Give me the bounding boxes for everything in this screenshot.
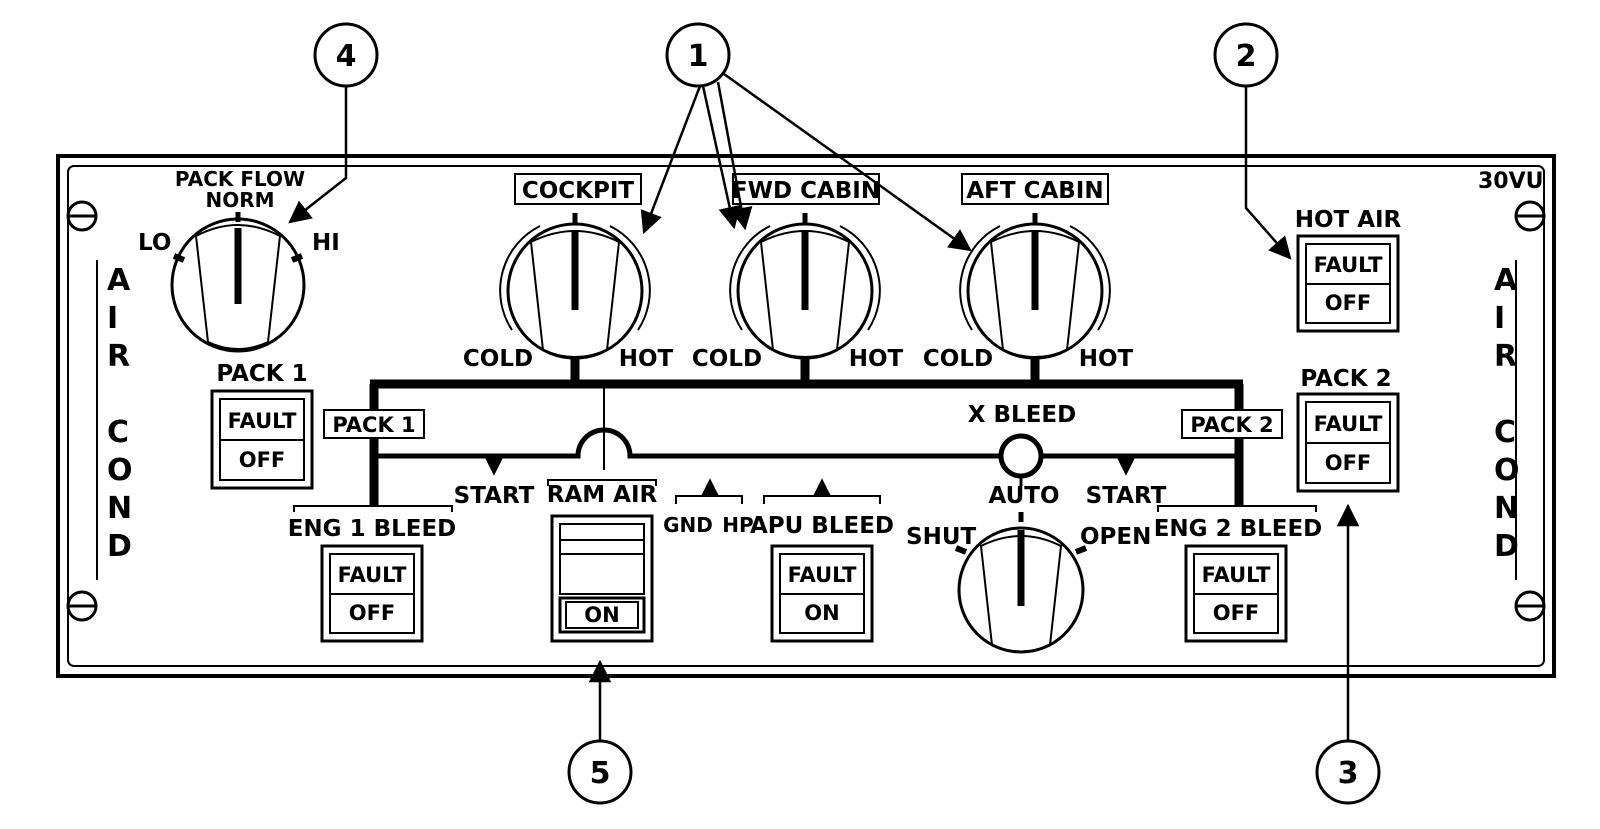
svg-text:FAULT: FAULT [788,563,857,587]
callout-4: 4 [313,22,379,88]
callout-5: 5 [567,739,633,805]
svg-text:FAULT: FAULT [1202,563,1271,587]
svg-text:PACK 1: PACK 1 [216,361,307,387]
svg-text:HOT AIR: HOT AIR [1295,207,1402,233]
svg-text:AFT CABIN: AFT CABIN [966,178,1103,204]
screw-icon [66,590,98,622]
svg-text:FAULT: FAULT [228,409,297,433]
svg-text:1: 1 [688,39,709,74]
svg-text:FAULT: FAULT [338,563,407,587]
svg-text:FAULT: FAULT [1314,253,1383,277]
svg-text:COLD: COLD [923,346,993,372]
x-bleed-selector[interactable]: AUTO SHUT OPEN [906,483,1151,654]
svg-text:OPEN: OPEN [1080,524,1151,550]
svg-text:COCKPIT: COCKPIT [522,178,635,204]
svg-text:5: 5 [590,756,611,791]
apu-bleed-pushbutton[interactable]: FAULT ON [770,544,874,643]
eng1-start-label: START [454,483,535,509]
eng1-bleed-title: ENG 1 BLEED [288,516,457,542]
svg-text:OFF: OFF [1325,451,1372,475]
eng1-bleed-pushbutton[interactable]: FAULT OFF [320,544,424,643]
panel-frame: 30VU [56,154,1556,678]
duct-schematic [369,355,1244,506]
pack-flow-selector[interactable]: PACK FLOW NORM LO HI [138,167,340,353]
svg-text:HOT: HOT [1079,346,1134,372]
pack1-duct-label: PACK 1 [323,409,425,439]
panel-id-label: 30VU [1478,169,1544,194]
eng2-start-label: START [1086,483,1167,509]
svg-text:4: 4 [336,39,357,74]
ram-air-title: RAM AIR [547,482,658,508]
svg-text:OFF: OFF [1213,601,1260,625]
temp-selector-fwd-cabin[interactable]: FWD CABIN COLD HOT [692,173,904,372]
svg-text:2: 2 [1236,39,1257,74]
svg-text:NORM: NORM [205,188,274,212]
svg-text:PACK 1: PACK 1 [332,413,415,437]
svg-text:OFF: OFF [349,601,396,625]
screw-icon [66,200,98,232]
svg-text:OFF: OFF [1325,291,1372,315]
eng2-bleed-title: ENG 2 BLEED [1154,516,1323,542]
callout-1: 1 [665,22,731,88]
temp-selector-aft-cabin[interactable]: AFT CABIN COLD HOT [923,173,1134,372]
svg-text:PACK 2: PACK 2 [1300,366,1391,392]
ram-air-pushbutton[interactable]: ON [550,514,654,643]
pack2-duct-label: PACK 2 [1181,409,1283,439]
svg-text:PACK 2: PACK 2 [1190,413,1273,437]
screw-icon [1514,590,1546,622]
callout-leader-lines [288,72,1360,741]
callout-3: 3 [1315,739,1381,805]
callout-2: 2 [1213,22,1279,88]
hot-air-pushbutton[interactable]: HOT AIR FAULT OFF [1295,207,1402,333]
svg-text:SHUT: SHUT [906,524,976,550]
x-bleed-title: X BLEED [968,402,1076,428]
svg-text:OFF: OFF [239,448,286,472]
pack1-pushbutton[interactable]: PACK 1 FAULT OFF [210,361,314,490]
gnd-label: GND [663,513,713,537]
pack2-pushbutton[interactable]: PACK 2 FAULT OFF [1296,366,1400,493]
screw-icon [1514,200,1546,232]
svg-text:HOT: HOT [619,346,674,372]
svg-text:HOT: HOT [849,346,904,372]
label-brackets [293,479,1317,512]
svg-text:FAULT: FAULT [1314,412,1383,436]
svg-text:LO: LO [138,230,171,256]
svg-text:ON: ON [584,603,619,627]
svg-text:ON: ON [804,601,839,625]
hp-label: HP [722,513,753,537]
svg-text:PACK FLOW: PACK FLOW [175,167,305,191]
svg-text:FWD CABIN: FWD CABIN [732,178,880,204]
svg-text:AUTO: AUTO [988,483,1059,509]
svg-text:COLD: COLD [692,346,762,372]
svg-text:HI: HI [312,230,340,256]
svg-text:3: 3 [1338,756,1359,791]
eng2-bleed-pushbutton[interactable]: FAULT OFF [1184,544,1288,643]
svg-text:COLD: COLD [463,346,533,372]
temp-selector-cockpit[interactable]: COCKPIT COLD HOT [463,173,674,372]
selector-scale-ticks [499,225,1111,331]
apu-bleed-title: APU BLEED [750,513,894,539]
